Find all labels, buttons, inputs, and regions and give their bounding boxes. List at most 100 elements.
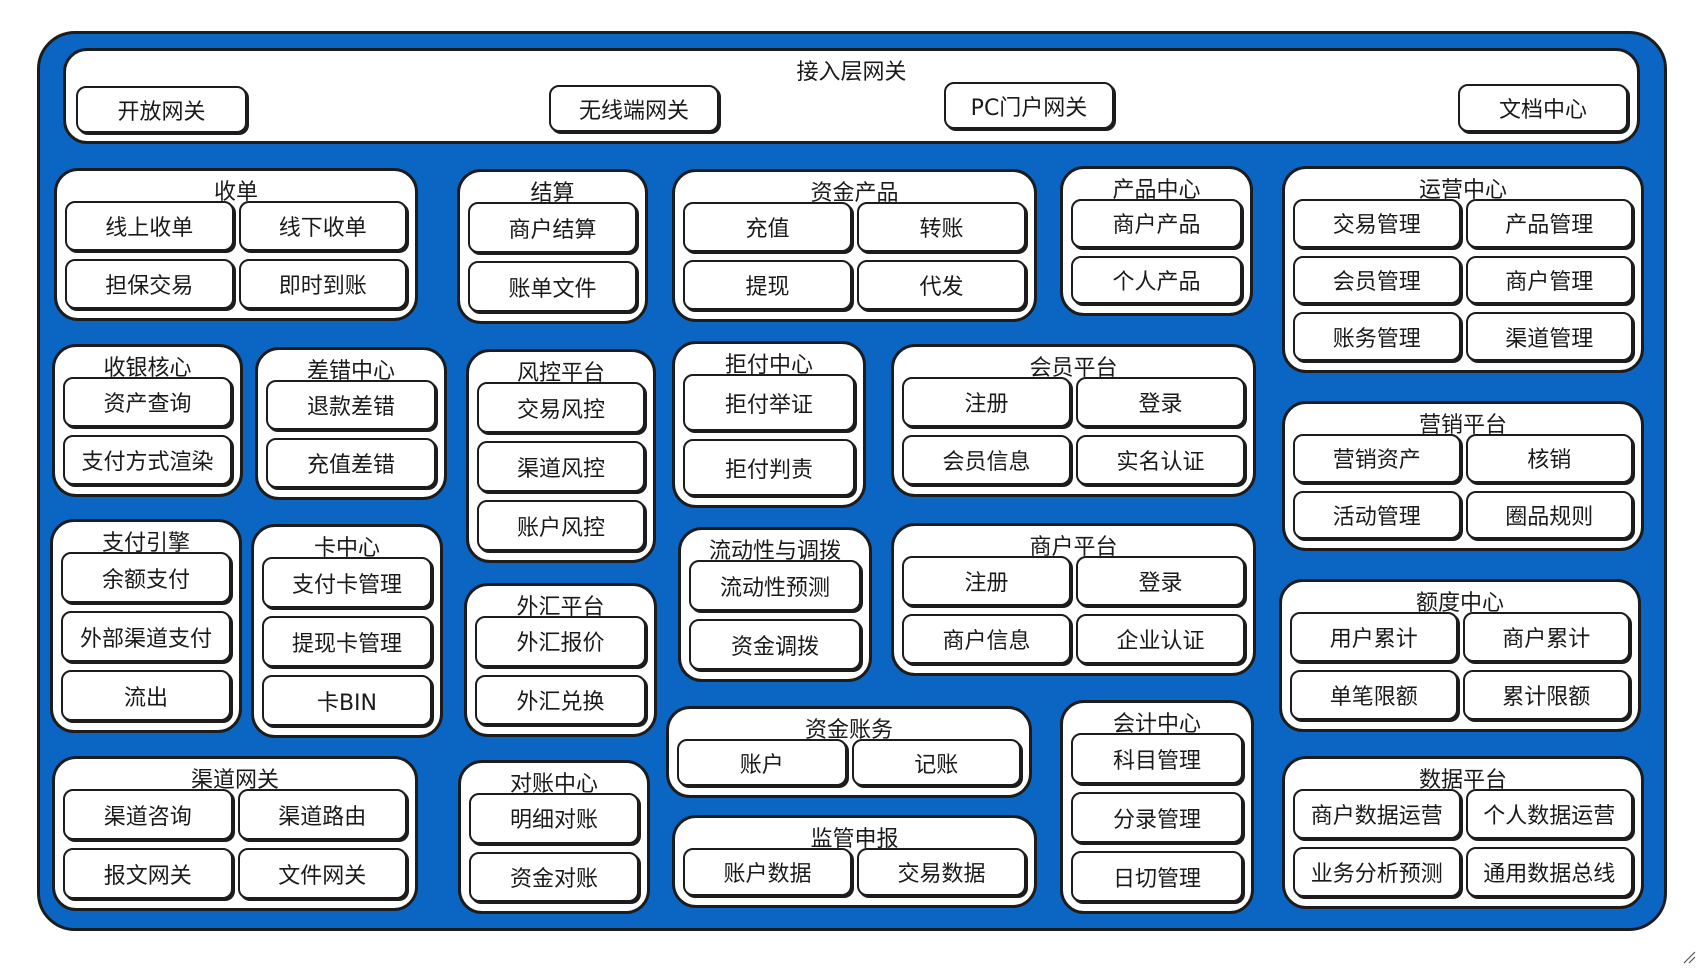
module-box[interactable]: 充值 xyxy=(683,202,852,252)
module-box[interactable]: 拒付举证 xyxy=(683,374,855,431)
module-box[interactable]: 渠道路由 xyxy=(237,789,407,840)
module-box[interactable]: 企业认证 xyxy=(1076,614,1245,664)
module-box[interactable]: 开放网关 xyxy=(76,86,247,133)
module-box[interactable]: 活动管理 xyxy=(1293,490,1461,539)
module-box[interactable]: 通用数据总线 xyxy=(1465,847,1633,897)
module-box[interactable]: 注册 xyxy=(902,377,1071,427)
module-box[interactable]: 单笔限额 xyxy=(1290,670,1458,720)
group-title: 资金账务 xyxy=(804,718,893,743)
group-title: 收银核心 xyxy=(103,356,192,381)
module-box[interactable]: 外汇兑换 xyxy=(475,674,646,725)
module-box[interactable]: 用户累计 xyxy=(1290,612,1458,662)
module-box[interactable]: 流出 xyxy=(61,670,231,721)
module-box[interactable]: 拒付判责 xyxy=(683,439,855,496)
group-title: 产品中心 xyxy=(1112,178,1201,203)
module-box[interactable]: 账务管理 xyxy=(1293,312,1461,361)
module-box[interactable]: 资金对账 xyxy=(469,851,639,902)
group-liquidity: 流动性与调拨流动性预测资金调拨 xyxy=(678,527,872,682)
group-title: 卡中心 xyxy=(313,536,380,561)
module-box[interactable]: 充值差错 xyxy=(266,438,436,488)
module-box[interactable]: 外汇报价 xyxy=(475,616,646,667)
group-title: 数据平台 xyxy=(1418,768,1507,793)
group-fund-product: 资金产品充值转账提现代发 xyxy=(672,169,1037,322)
module-box[interactable]: 科目管理 xyxy=(1071,733,1243,784)
module-box[interactable]: 商户管理 xyxy=(1465,255,1633,305)
module-box[interactable]: 余额支付 xyxy=(61,552,231,603)
module-box[interactable]: 账户风控 xyxy=(477,500,645,551)
group-cashier-core: 收银核心资产查询支付方式渲染 xyxy=(52,344,243,497)
module-box[interactable]: 资产查询 xyxy=(63,377,232,427)
module-box[interactable]: 核销 xyxy=(1465,434,1633,483)
group-title: 商户平台 xyxy=(1029,535,1118,560)
module-box[interactable]: 会员管理 xyxy=(1293,255,1461,305)
module-box[interactable]: 渠道管理 xyxy=(1465,312,1633,361)
module-box[interactable]: 文件网关 xyxy=(237,848,407,899)
module-box[interactable]: 退款差错 xyxy=(266,380,436,430)
module-box[interactable]: 代发 xyxy=(857,260,1026,310)
group-title: 收单 xyxy=(213,180,258,205)
module-box[interactable]: 文档中心 xyxy=(1458,84,1628,132)
module-box[interactable]: 交易管理 xyxy=(1293,199,1461,248)
group-ops-center: 运营中心交易管理产品管理会员管理商户管理账务管理渠道管理 xyxy=(1282,166,1644,373)
module-box[interactable]: 明细对账 xyxy=(469,793,639,844)
module-box[interactable]: 产品管理 xyxy=(1465,199,1633,248)
module-box[interactable]: 交易数据 xyxy=(857,848,1026,896)
group-title: 额度中心 xyxy=(1415,591,1504,616)
group-title: 差错中心 xyxy=(306,359,395,384)
module-box[interactable]: 营销资产 xyxy=(1293,434,1461,483)
group-chargeback-center: 拒付中心拒付举证拒付判责 xyxy=(672,341,866,508)
module-box[interactable]: 担保交易 xyxy=(65,259,234,309)
module-box[interactable]: PC门户网关 xyxy=(944,82,1114,129)
module-box[interactable]: 无线端网关 xyxy=(549,85,719,132)
group-title: 对账中心 xyxy=(509,772,598,797)
module-box[interactable]: 线上收单 xyxy=(65,201,234,251)
module-box[interactable]: 实名认证 xyxy=(1076,435,1245,485)
module-box[interactable]: 账单文件 xyxy=(468,261,637,312)
module-box[interactable]: 交易风控 xyxy=(477,382,645,433)
module-box[interactable]: 分录管理 xyxy=(1071,792,1243,843)
module-box[interactable]: 支付方式渲染 xyxy=(63,435,232,485)
group-merchant-platform: 商户平台注册登录商户信息企业认证 xyxy=(891,523,1256,676)
module-box[interactable]: 提现 xyxy=(683,260,852,310)
module-box[interactable]: 商户结算 xyxy=(468,202,637,253)
module-box[interactable]: 提现卡管理 xyxy=(262,616,432,667)
group-title: 监管申报 xyxy=(810,827,899,852)
module-box[interactable]: 圈品规则 xyxy=(1465,490,1633,539)
group-reconciliation: 对账中心明细对账资金对账 xyxy=(458,760,650,914)
group-title: 会员平台 xyxy=(1029,356,1118,381)
module-box[interactable]: 累计限额 xyxy=(1462,670,1630,720)
group-title: 会计中心 xyxy=(1112,712,1201,737)
module-box[interactable]: 转账 xyxy=(857,202,1026,252)
module-box[interactable]: 即时到账 xyxy=(238,259,407,309)
module-box[interactable]: 渠道风控 xyxy=(477,441,645,492)
module-box[interactable]: 商户产品 xyxy=(1071,199,1242,248)
module-box[interactable]: 外部渠道支付 xyxy=(61,611,231,662)
module-box[interactable]: 流动性预测 xyxy=(689,560,861,611)
module-box[interactable]: 商户累计 xyxy=(1462,612,1630,662)
module-box[interactable]: 账户 xyxy=(677,739,847,786)
group-title: 结算 xyxy=(530,181,575,206)
module-box[interactable]: 注册 xyxy=(902,556,1071,606)
module-box[interactable]: 记账 xyxy=(851,739,1021,786)
group-payment-engine: 支付引擎余额支付外部渠道支付流出 xyxy=(50,519,242,733)
module-box[interactable]: 登录 xyxy=(1076,556,1245,606)
group-title: 流动性与调拨 xyxy=(708,539,841,564)
group-title: 支付引擎 xyxy=(101,531,190,556)
group-error-center: 差错中心退款差错充值差错 xyxy=(255,347,447,500)
module-box[interactable]: 账户数据 xyxy=(683,848,852,896)
module-box[interactable]: 个人产品 xyxy=(1071,255,1242,304)
module-box[interactable]: 个人数据运营 xyxy=(1465,789,1633,839)
module-box[interactable]: 资金调拨 xyxy=(689,619,861,670)
module-box[interactable]: 商户数据运营 xyxy=(1293,789,1461,839)
module-box[interactable]: 业务分析预测 xyxy=(1293,847,1461,897)
module-box[interactable]: 渠道咨询 xyxy=(63,789,233,840)
module-box[interactable]: 日切管理 xyxy=(1071,851,1243,902)
module-box[interactable]: 登录 xyxy=(1076,377,1245,427)
module-box[interactable]: 商户信息 xyxy=(902,614,1071,664)
group-fund-accounting: 资金账务账户记账 xyxy=(666,706,1032,798)
module-box[interactable]: 线下收单 xyxy=(238,201,407,251)
module-box[interactable]: 卡BIN xyxy=(262,675,432,726)
module-box[interactable]: 报文网关 xyxy=(63,848,233,899)
module-box[interactable]: 支付卡管理 xyxy=(262,557,432,608)
module-box[interactable]: 会员信息 xyxy=(902,435,1071,485)
